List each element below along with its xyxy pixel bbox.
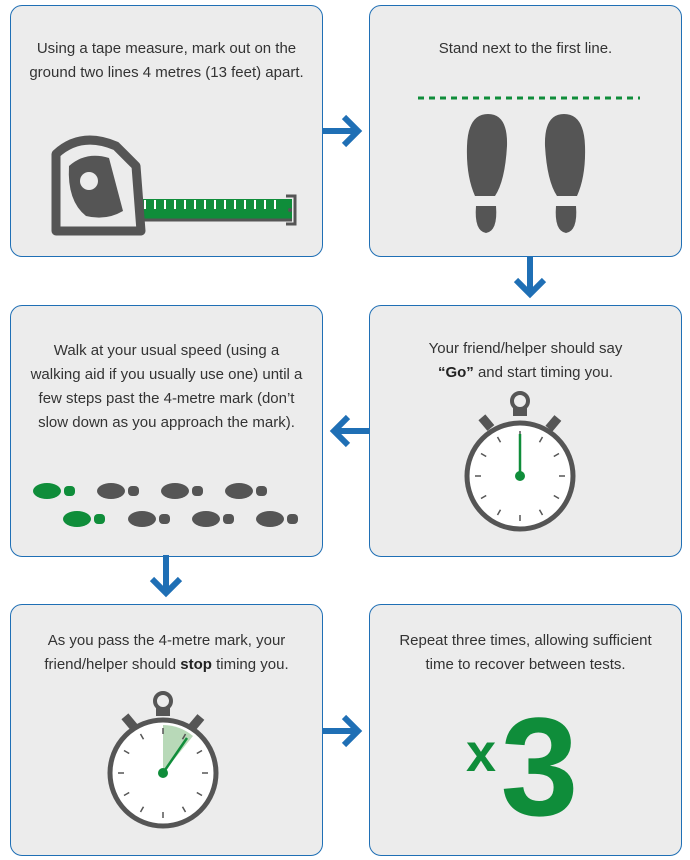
tape-measure-icon [51,135,297,236]
step-text-4: Walk at your usual speed (using a walkin… [30,342,303,431]
step-text-6: Repeat three times, allowing sufficient … [399,632,652,673]
step-text-5-bold: stop [180,656,212,673]
repeat-x: x [466,723,497,783]
step-text-3: Your friend/helper should say “Go” and s… [388,337,663,385]
arrow-down-1 [513,256,547,299]
arrow-right-1 [322,114,363,148]
step-text-3-after: and start timing you. [477,364,614,381]
step-text-5: As you pass the 4-metre mark, your frien… [29,629,304,677]
arrow-right-2 [322,714,363,748]
step-panel-4: Walk at your usual speed (using a walkin… [10,305,323,557]
footprints-icon [418,96,640,233]
step-panel-2: Stand next to the first line. [369,5,682,257]
arrow-down-2 [149,555,183,598]
walking-footsteps-icon [33,483,298,527]
step-text-2: Stand next to the first line. [438,40,613,57]
stopwatch-start-icon [464,391,576,532]
stopwatch-stop-icon [107,691,219,829]
step-panel-3: Your friend/helper should say “Go” and s… [369,305,682,557]
step-panel-6: Repeat three times, allowing sufficient … [369,604,682,856]
step-panel-1: Using a tape measure, mark out on the gr… [10,5,323,257]
step-text-5-after: timing you. [216,656,289,673]
times-three-icon: x 3 [466,697,578,837]
repeat-count: 3 [500,688,579,845]
step-text-3-bold: “Go” [437,364,474,381]
step-text-3-before: Your friend/helper should say [428,340,623,357]
step-panel-5: As you pass the 4-metre mark, your frien… [10,604,323,856]
step-text-1: Using a tape measure, mark out on the gr… [29,40,304,81]
step-text-5-before: As you pass the 4-metre mark, your frien… [44,632,286,673]
arrow-left-1 [329,414,370,448]
